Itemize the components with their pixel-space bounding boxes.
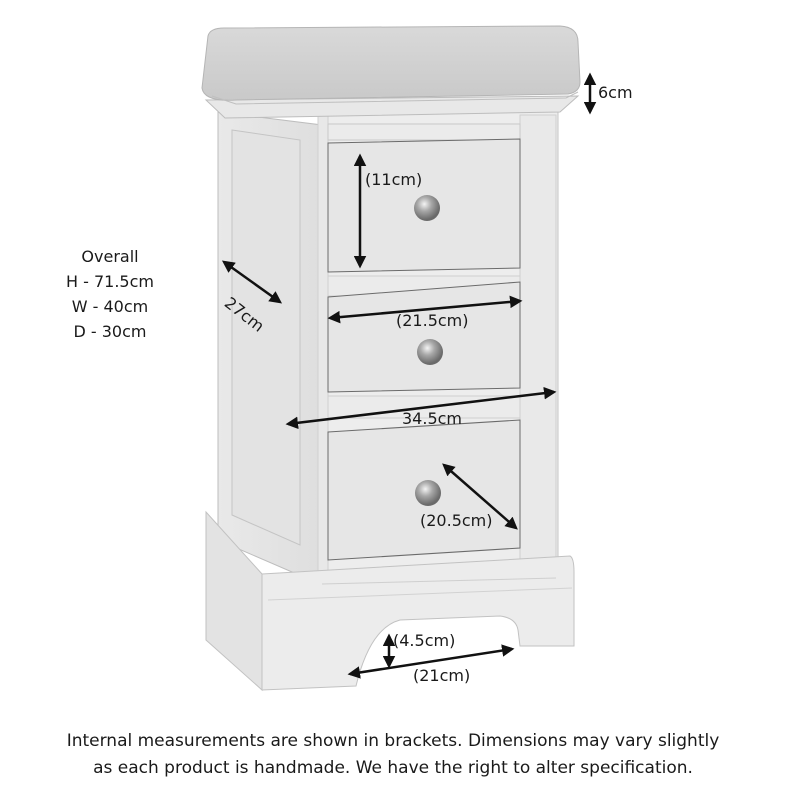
footer-note: Internal measurements are shown in brack… bbox=[0, 728, 786, 782]
arrow-plinth-cutout-width bbox=[347, 644, 515, 679]
overall-dimensions: Overall H - 71.5cm W - 40cm D - 30cm bbox=[48, 244, 172, 344]
dimension-arrows bbox=[221, 72, 597, 679]
label-top-thickness: 6cm bbox=[598, 83, 633, 102]
label-plinth-cutout-width: (21cm) bbox=[413, 666, 471, 685]
overall-title: Overall bbox=[81, 247, 139, 266]
overall-height: H - 71.5cm bbox=[66, 272, 154, 291]
label-plinth-cutout-height: (4.5cm) bbox=[393, 631, 456, 650]
drawer-knob-middle bbox=[417, 339, 443, 365]
drawer-knob-bottom bbox=[415, 480, 441, 506]
arrow-drawer-width bbox=[327, 295, 523, 324]
label-drawer-width: (21.5cm) bbox=[396, 311, 469, 330]
cabinet-side-panel bbox=[217, 111, 323, 586]
drawer-middle bbox=[327, 275, 521, 393]
arrow-carcass-width bbox=[285, 386, 557, 430]
overall-width: W - 40cm bbox=[71, 297, 149, 316]
label-carcass-width: 34.5cm bbox=[402, 409, 463, 428]
arrow-side-depth bbox=[221, 260, 283, 304]
footer-note-line2: as each product is handmade. We have the… bbox=[93, 758, 693, 778]
arrow-drawer-depth bbox=[442, 463, 518, 530]
footer-note-line1: Internal measurements are shown in brack… bbox=[66, 731, 720, 751]
overall-depth: D - 30cm bbox=[73, 322, 147, 341]
drawer-knob-top bbox=[414, 195, 440, 221]
label-drawer-depth: (20.5cm) bbox=[420, 511, 493, 530]
label-drawer-height: (11cm) bbox=[365, 170, 423, 189]
cabinet-top bbox=[201, 25, 581, 119]
